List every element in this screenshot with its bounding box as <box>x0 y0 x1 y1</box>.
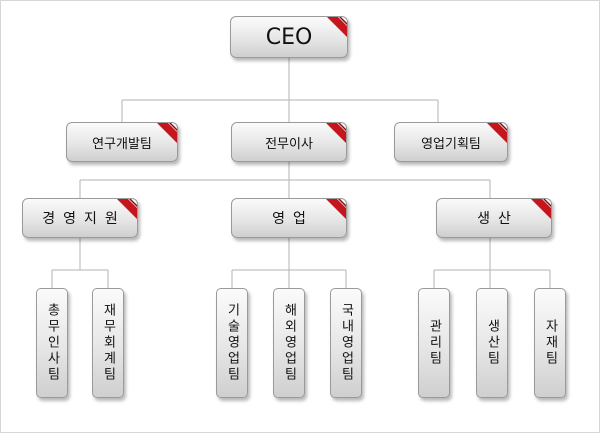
ribbon-icon <box>487 123 507 143</box>
node-materials-team: 자재팀 <box>534 288 566 398</box>
node-label: 관리팀 <box>426 319 442 367</box>
node-label: 연구개발팀 <box>92 136 152 152</box>
ribbon-icon <box>117 199 137 219</box>
node-label: 생산팀 <box>484 319 500 367</box>
ribbon-icon <box>157 123 177 143</box>
node-management-team: 관리팀 <box>418 288 450 398</box>
ribbon-icon <box>326 123 346 143</box>
ribbon-icon <box>326 199 346 219</box>
node-executive-director: 전무이사 <box>231 122 347 162</box>
node-management-support: 경영지원 <box>22 198 138 238</box>
node-production: 생산 <box>436 198 552 238</box>
node-ceo: CEO <box>230 16 348 58</box>
node-label: 국내영업팀 <box>338 303 354 383</box>
node-label: 경영지원 <box>42 211 126 227</box>
node-label: 생산 <box>477 211 519 227</box>
node-overseas-sales-team: 해외영업팀 <box>273 288 305 398</box>
node-technical-sales-team: 기술영업팀 <box>216 288 248 398</box>
node-label: 총무인사팀 <box>44 303 60 383</box>
node-label: 영업기획팀 <box>421 136 481 152</box>
node-label: 전무이사 <box>265 136 313 152</box>
ribbon-icon <box>531 199 551 219</box>
node-domestic-sales-team: 국내영업팀 <box>330 288 362 398</box>
node-rnd-team: 연구개발팀 <box>66 122 178 162</box>
node-sales-planning-team: 영업기획팀 <box>394 122 508 162</box>
node-label: 영업 <box>272 211 314 227</box>
ribbon-icon <box>327 17 347 37</box>
node-general-affairs-hr-team: 총무인사팀 <box>36 288 68 398</box>
node-sales: 영업 <box>231 198 347 238</box>
node-label: 자재팀 <box>542 319 558 367</box>
node-label: 기술영업팀 <box>224 303 240 383</box>
node-label: 재무회계팀 <box>100 303 116 383</box>
node-label: 해외영업팀 <box>281 303 297 383</box>
node-production-team: 생산팀 <box>476 288 508 398</box>
node-finance-accounting-team: 재무회계팀 <box>92 288 124 398</box>
node-label: CEO <box>265 24 313 50</box>
